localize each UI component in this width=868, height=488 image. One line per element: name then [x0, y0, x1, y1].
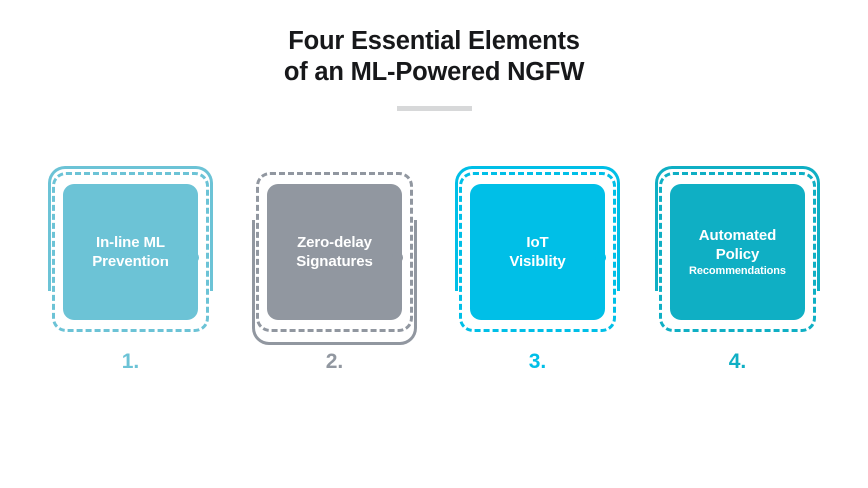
- step-label-line-2: Signatures: [296, 253, 373, 270]
- page-title-line-2: of an ML-Powered NGFW: [283, 58, 585, 86]
- step-label-line-2: Prevention: [92, 253, 169, 270]
- step-label-line-1: In-line ML: [96, 234, 165, 251]
- step-label-line-1: Zero-delay: [297, 234, 372, 251]
- step-label-line-2: Policy: [715, 246, 760, 263]
- step-card: IoT Visiblity: [470, 184, 605, 320]
- step-solid-outline: [48, 166, 213, 291]
- step-dashed-frame: [256, 172, 413, 332]
- step-solid-outline: [655, 166, 820, 291]
- step-solid-outline: [455, 166, 620, 291]
- flow-step-3[interactable]: IoT Visiblity: [455, 166, 620, 332]
- flow-step-1[interactable]: In-line ML Prevention: [48, 166, 213, 332]
- step-number-4: 4.: [728, 350, 747, 373]
- connector-dot-icon: [188, 252, 199, 263]
- step-label-line-2: Visiblity: [509, 253, 566, 270]
- step-number-1: 1.: [121, 350, 140, 373]
- process-flow: In-line ML Prevention Zero-delay Signatu…: [0, 166, 868, 392]
- step-number-2: 2.: [325, 350, 344, 373]
- step-card: Zero-delay Signatures: [267, 184, 402, 320]
- step-sublabel: Recommendations: [689, 265, 786, 277]
- step-number-3: 3.: [528, 350, 547, 373]
- connector-3-to-4: [568, 252, 606, 263]
- connector-dot-icon: [392, 252, 403, 263]
- title-divider: [396, 106, 472, 111]
- step-label-line-1: Automated: [698, 227, 777, 244]
- step-card: Automated Policy Recommendations: [670, 184, 805, 320]
- page-title-line-1: Four Essential Elements: [288, 27, 580, 55]
- flow-step-4[interactable]: Automated Policy Recommendations: [655, 166, 820, 332]
- step-solid-outline: [252, 220, 417, 345]
- connector-2-to-3: [365, 252, 403, 263]
- step-label-line-1: IoT: [526, 234, 549, 251]
- connector-1-to-2: [161, 252, 199, 263]
- step-dashed-frame: [659, 172, 816, 332]
- flow-step-2[interactable]: Zero-delay Signatures: [252, 172, 417, 345]
- step-dashed-frame: [459, 172, 616, 332]
- header: Four Essential Elements of an ML-Powered…: [0, 26, 868, 111]
- step-card: In-line ML Prevention: [63, 184, 198, 320]
- step-dashed-frame: [52, 172, 209, 332]
- connector-dot-icon: [595, 252, 606, 263]
